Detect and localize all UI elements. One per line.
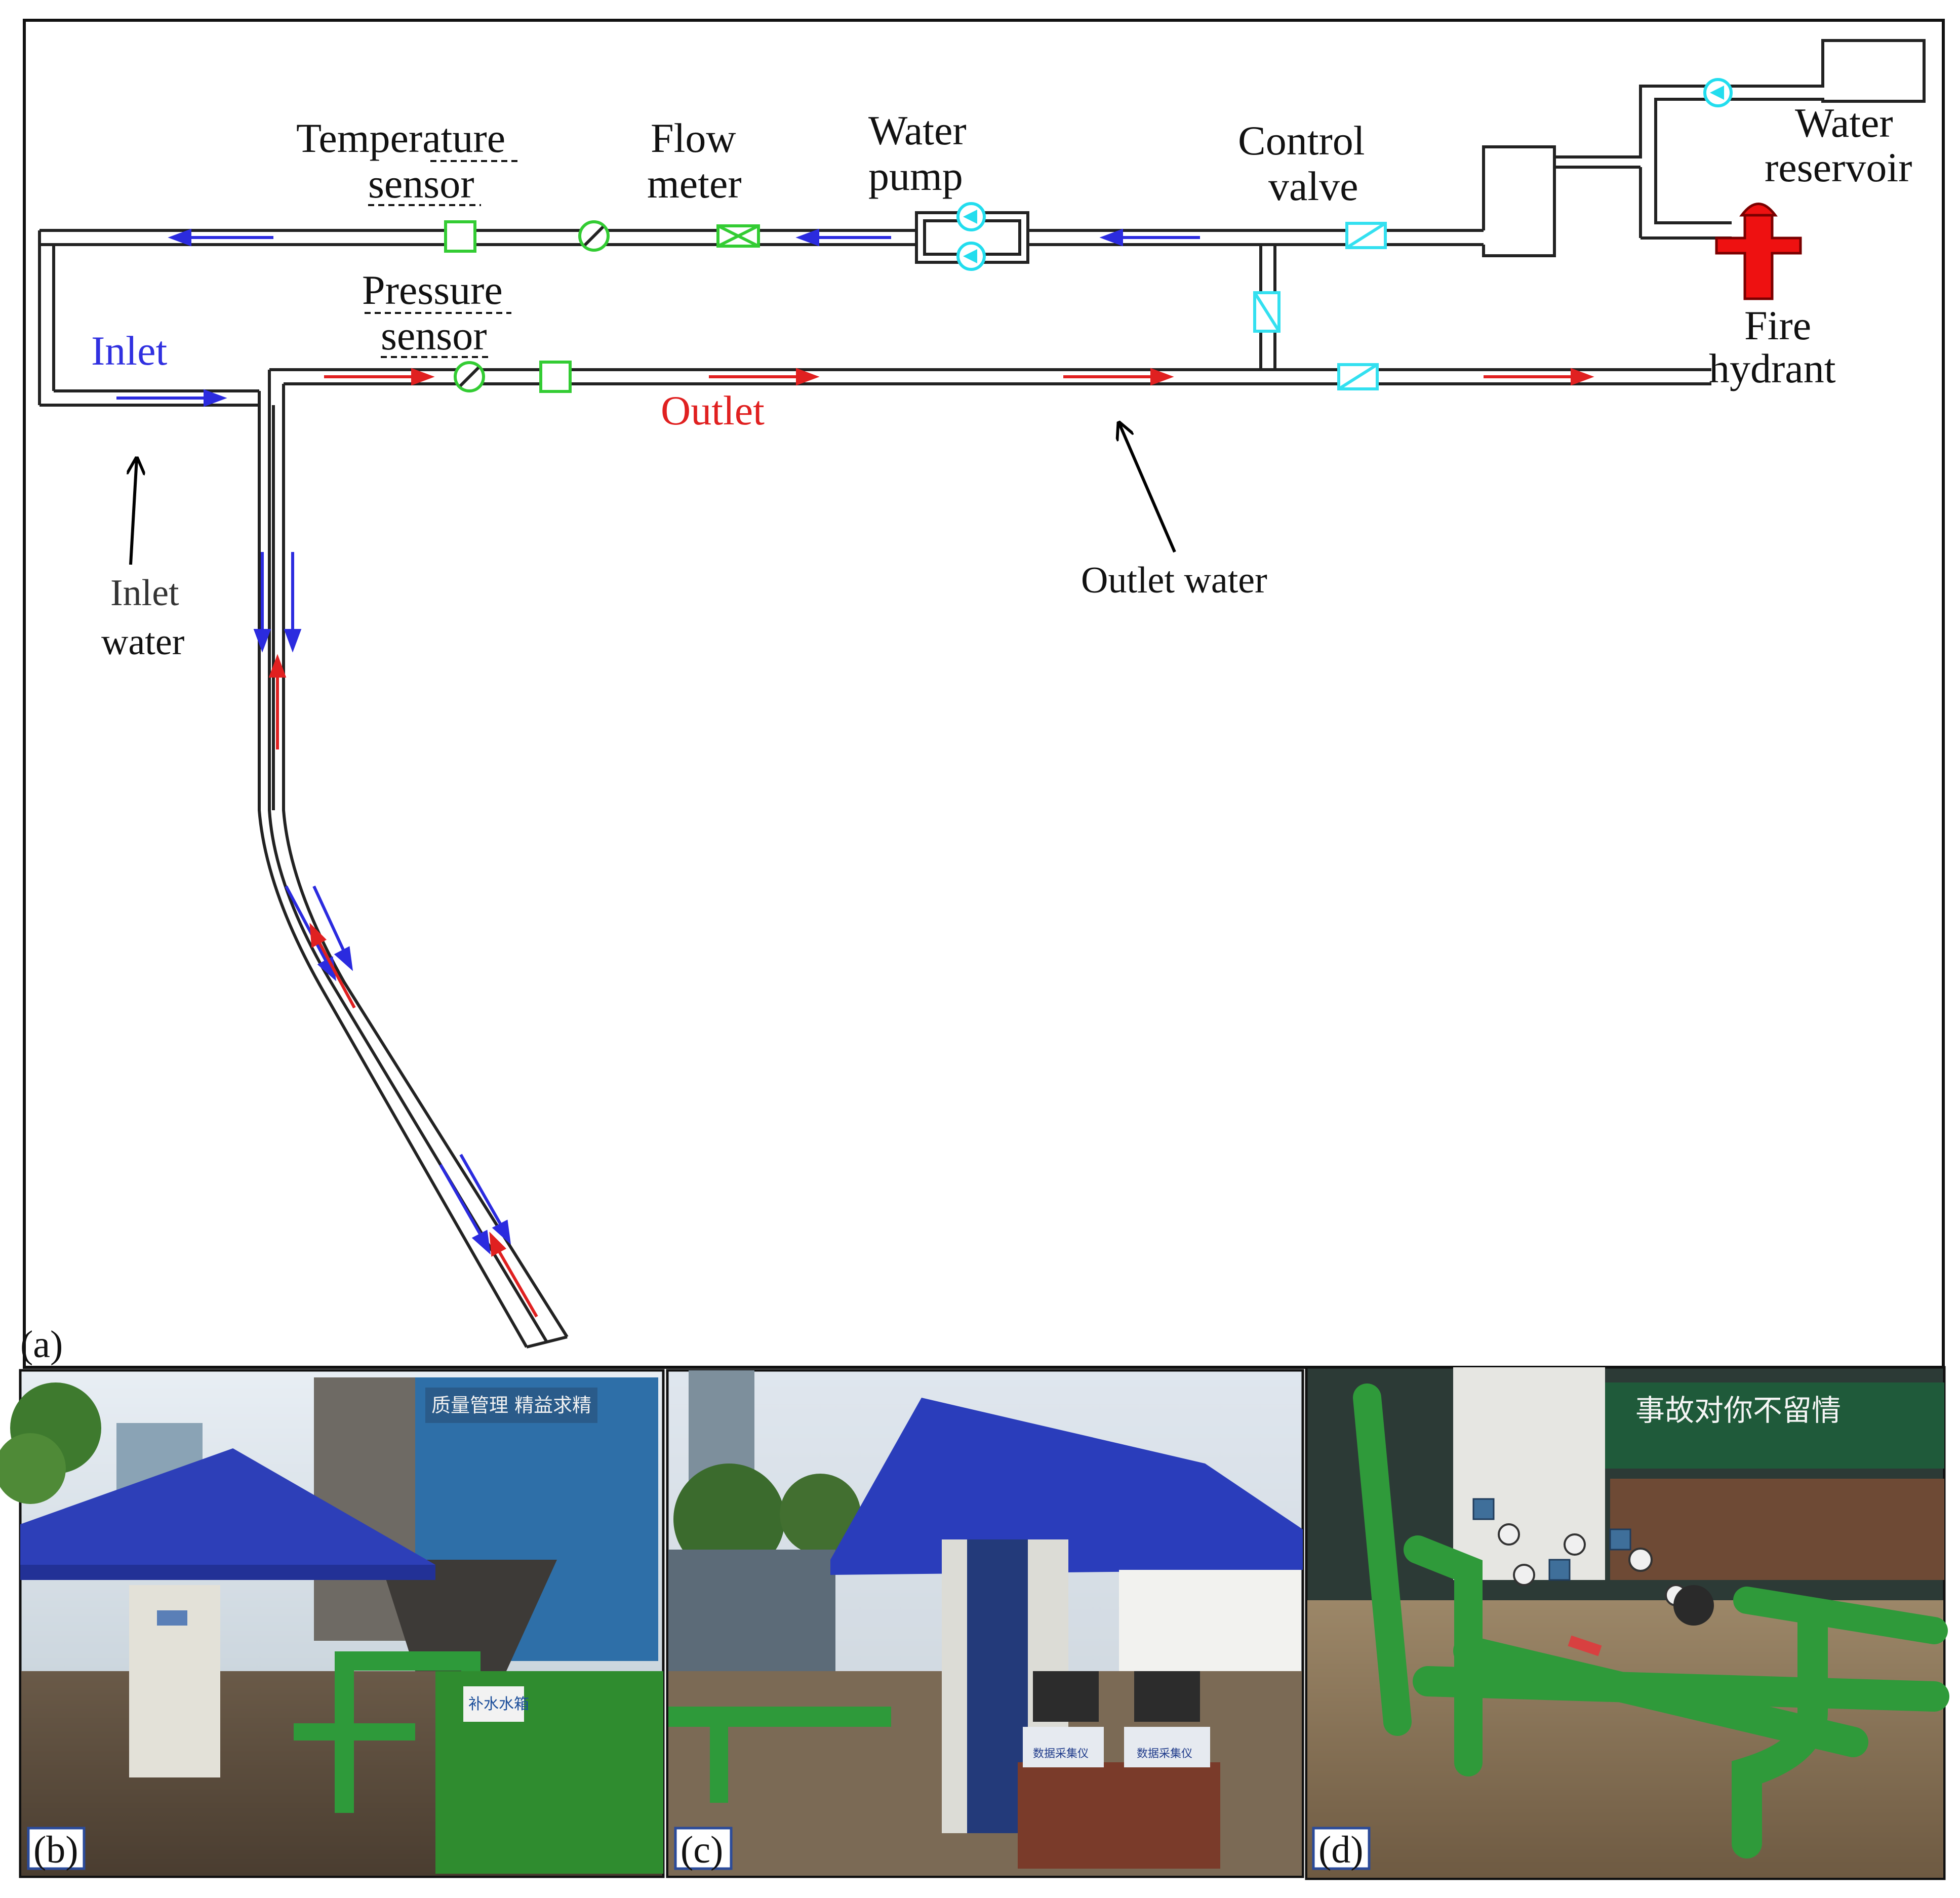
- photo-b: 质量管理 精益求精 补水水箱 (b): [0, 1369, 665, 1878]
- label-flow-meter-1: Flow: [651, 115, 736, 161]
- flow-meter-icon: [716, 224, 760, 248]
- temperature-sensor-top-icon: [444, 220, 476, 253]
- fire-hydrant-icon: [1715, 203, 1802, 300]
- photo-b-tank-label: 补水水箱: [468, 1695, 529, 1713]
- label-pressure-sensor-2: sensor: [381, 312, 487, 359]
- label-control-valve-1: Control: [1238, 117, 1365, 164]
- label-outlet-water: Outlet water: [1081, 560, 1267, 601]
- label-inlet-water-1: Inlet: [110, 572, 179, 614]
- label-fire-hydrant-2: hydrant: [1709, 345, 1836, 391]
- label-inlet: Inlet: [91, 328, 167, 374]
- photo-c: 数据采集仪 数据采集仪 (c): [666, 1369, 1304, 1878]
- photo-d-tag: (d): [1318, 1829, 1364, 1871]
- control-valve-icon: [1253, 222, 1387, 390]
- water-pump-icon: [956, 78, 1733, 271]
- photo-b-tag: (b): [33, 1829, 78, 1871]
- label-water-reservoir-2: reservoir: [1765, 144, 1912, 190]
- label-pressure-sensor-1: Pressure: [362, 267, 503, 313]
- label-flow-meter-2: meter: [647, 161, 742, 207]
- photo-c-tag: (c): [681, 1829, 723, 1871]
- label-water-reservoir-1: Water: [1795, 100, 1893, 146]
- label-temperature-sensor-2: sensor: [368, 161, 474, 207]
- temperature-sensor-bottom-icon: [539, 361, 572, 393]
- photo-b-banner: 质量管理 精益求精: [431, 1394, 591, 1416]
- photo-d-banner: 事故对你不留情: [1635, 1393, 1841, 1428]
- photo-c-device-2: 数据采集仪: [1137, 1748, 1192, 1760]
- pressure-sensor-icon: [454, 361, 485, 392]
- inlet-water-pointer: [131, 458, 137, 565]
- diagram-labels: Temperature sensor Flow meter Water pump…: [20, 100, 1912, 1366]
- panel-a-tag: (a): [20, 1323, 63, 1366]
- label-outlet: Outlet: [661, 387, 765, 433]
- outlet-flow-arrows: [268, 368, 1594, 1318]
- pipe-network: [38, 39, 1926, 1349]
- label-inlet-water-2: water: [101, 621, 184, 663]
- label-control-valve-2: valve: [1268, 163, 1358, 209]
- photo-d: 事故对你不留情 (d): [1305, 1366, 1949, 1880]
- outlet-water-pointer: [1119, 423, 1176, 553]
- inlet-flow-arrows: [116, 228, 1200, 1255]
- label-fire-hydrant-1: Fire: [1744, 302, 1811, 348]
- label-water-pump-1: Water: [868, 107, 967, 153]
- pressure-gauge-top-icon: [578, 220, 610, 252]
- photo-c-device-1: 数据采集仪: [1033, 1748, 1089, 1760]
- label-water-pump-2: pump: [868, 153, 963, 199]
- label-temperature-sensor-1: Temperature: [296, 115, 505, 161]
